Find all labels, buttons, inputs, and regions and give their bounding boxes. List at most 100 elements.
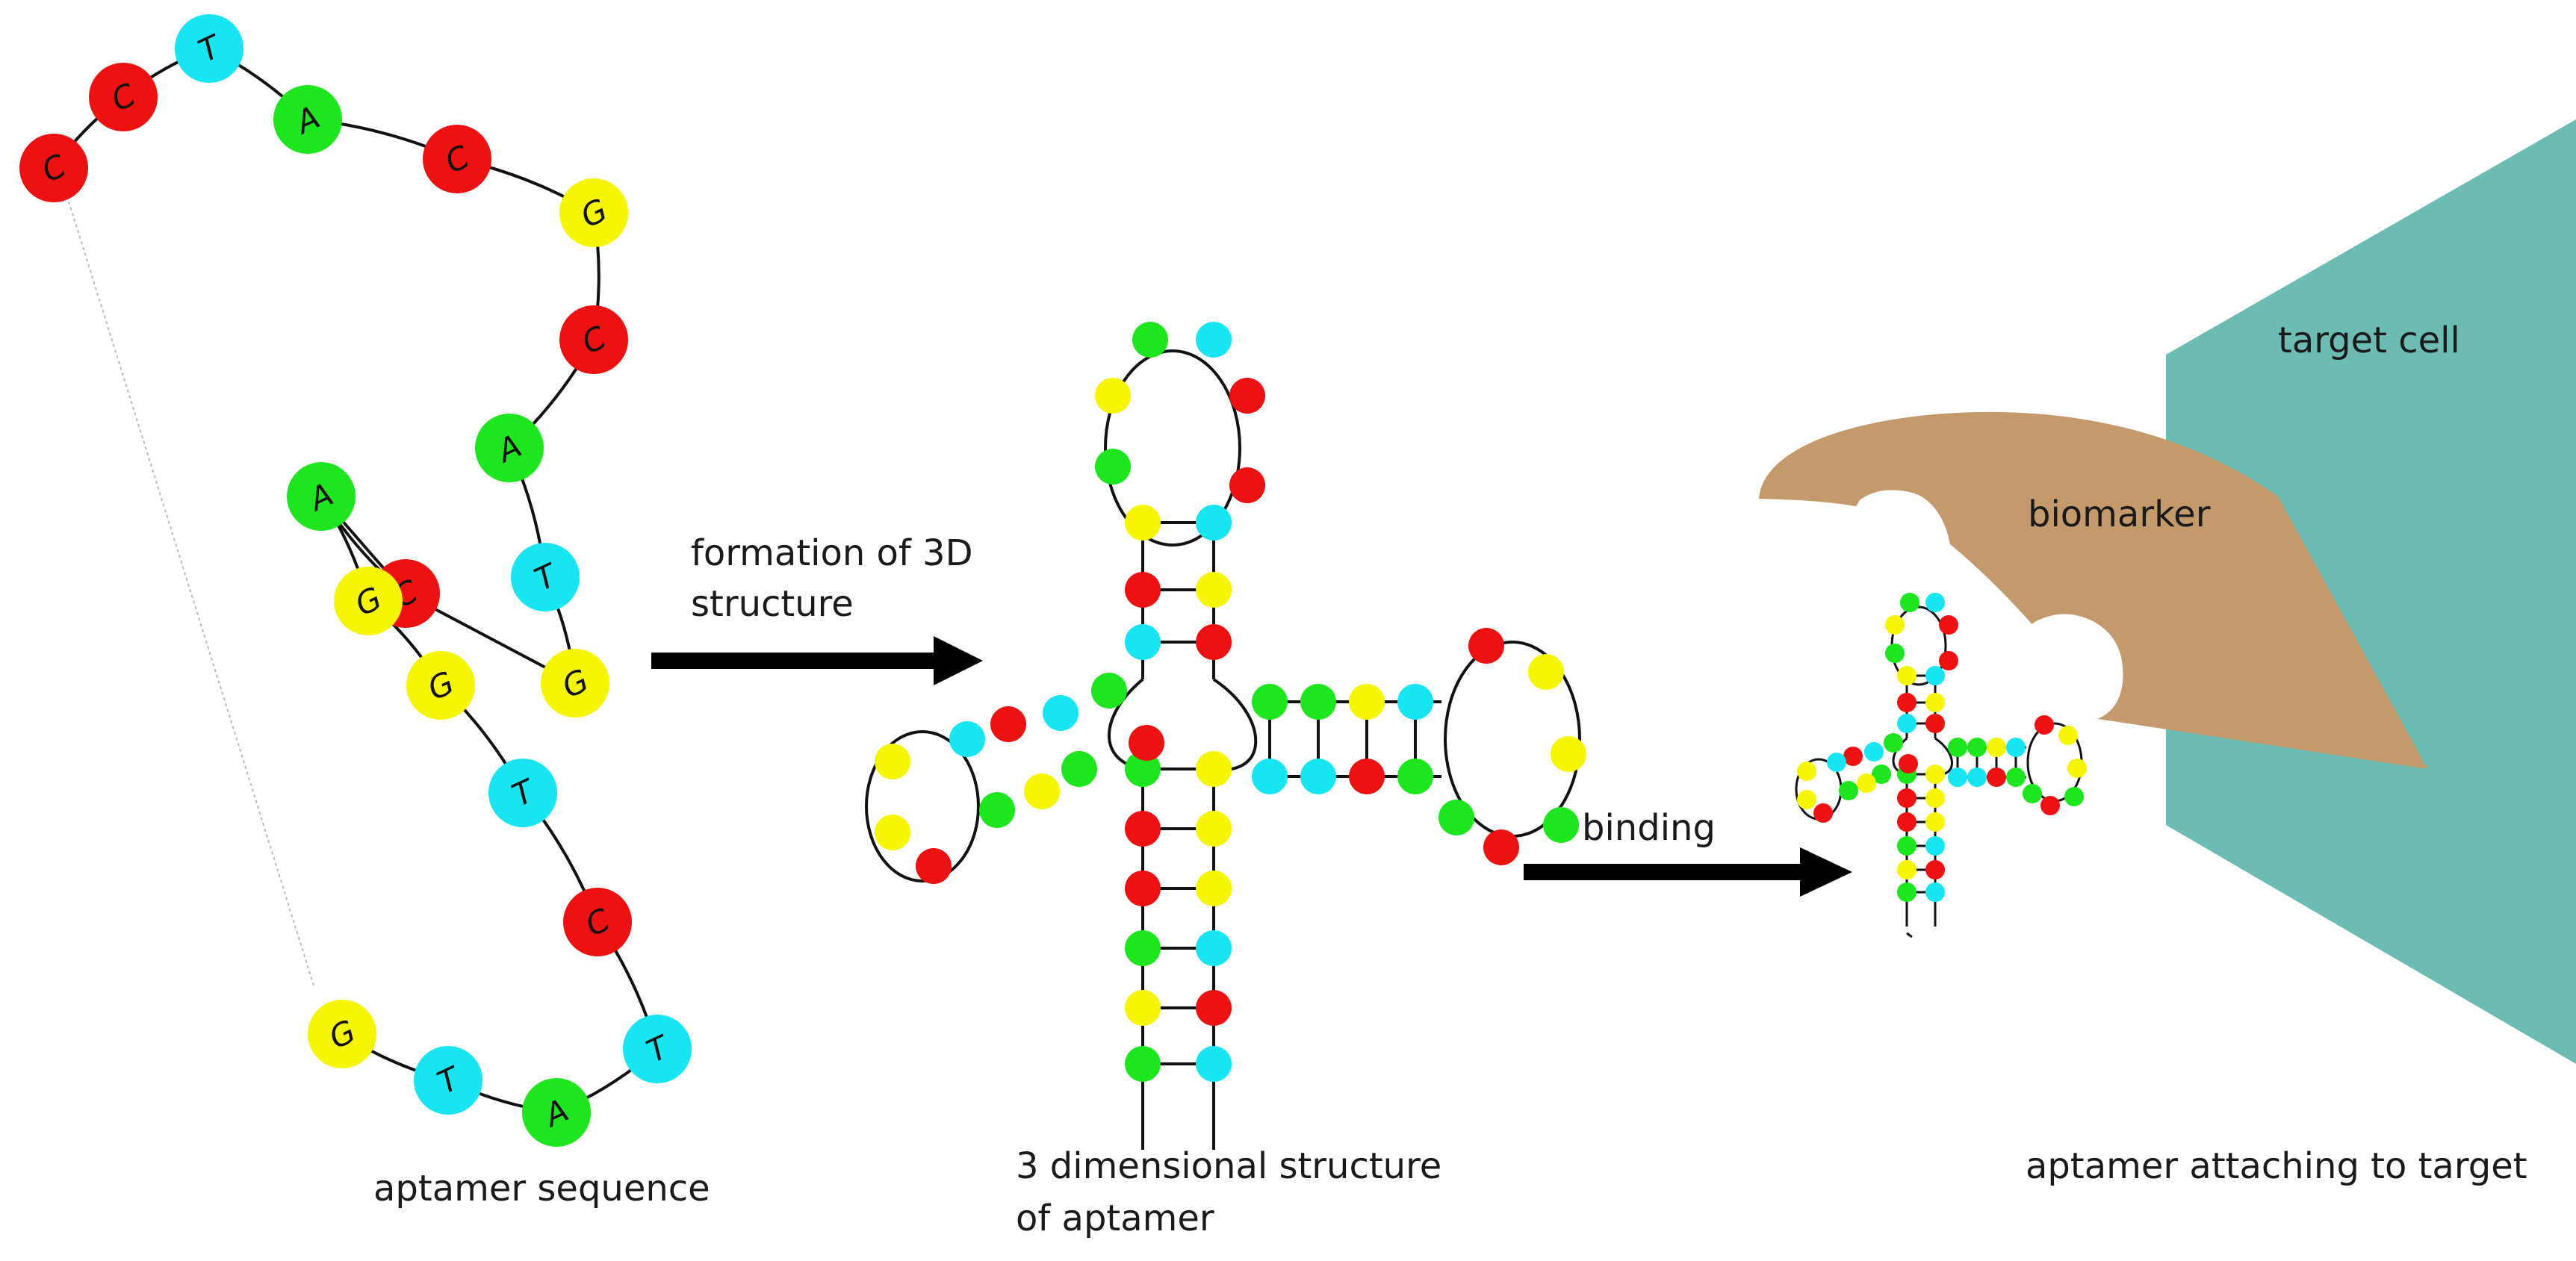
nucleotide-circle (414, 1046, 482, 1115)
nucleotide-T (1196, 1046, 1232, 1082)
nucleotide-G (1885, 615, 1905, 635)
nucleotide-circle (559, 178, 628, 247)
nucleotide-G (2058, 726, 2078, 745)
structure-label-line1: 3 dimensional structure (1016, 1145, 1441, 1187)
nucleotide-G (1925, 788, 1945, 808)
nucleotide-G (1897, 860, 1917, 879)
nucleotide-G (1024, 773, 1060, 809)
nucleotide-circle (287, 462, 356, 531)
nucleotide-A (1438, 800, 1474, 835)
nucleotide-circle (563, 888, 632, 956)
nucleotide-A: A (273, 85, 342, 154)
nucleotide-T (1864, 742, 1884, 762)
formation-arrow (651, 636, 983, 685)
nucleotide-C: C (563, 888, 632, 956)
nucleotide-G (1125, 505, 1161, 541)
nucleotide-T: T (414, 1046, 482, 1115)
aptamer-sequence-label: aptamer sequence (373, 1168, 710, 1209)
nucleotide-G: G (406, 651, 475, 720)
nucleotide-C (1925, 714, 1945, 733)
attaching-label: aptamer attaching to target (2026, 1145, 2527, 1187)
nucleotide-C (1897, 693, 1917, 712)
nucleotide-T (1397, 684, 1433, 720)
nucleotide-circle (488, 759, 557, 827)
nucleotide-G (1349, 684, 1385, 720)
nucleotide-C (1899, 754, 1918, 773)
nucleotide-A (2006, 768, 2026, 787)
nucleotide-T (1300, 759, 1336, 794)
nucleotide-circle (522, 1078, 591, 1147)
nucleotide-G (1857, 773, 1876, 793)
nucleotide-A (1300, 684, 1336, 720)
nucleotide-A (1125, 1046, 1161, 1082)
binding-arrow (1524, 847, 1852, 897)
nucleotide-T (1196, 930, 1232, 966)
nucleotide-A (1125, 751, 1161, 787)
nucleotide-C (1939, 615, 1958, 635)
nucleotide-C (1987, 768, 2006, 787)
nucleotide-circle (308, 1000, 376, 1068)
nucleotide-C (916, 848, 952, 884)
nucleotide-C (1939, 651, 1958, 670)
aptamer-3d-structure (865, 322, 1586, 1150)
nucleotide-C (1349, 759, 1385, 794)
nucleotide-T (1827, 753, 1846, 772)
nucleotide-G: G (334, 567, 403, 635)
nucleotide-C (2040, 796, 2060, 815)
nucleotide-C (1483, 829, 1519, 865)
nucleotide-G (1797, 762, 1816, 781)
nucleotide-circle (423, 125, 491, 193)
nucleotide-T (1897, 714, 1917, 733)
nucleotide-A (1397, 759, 1433, 794)
target-cell-label: target cell (2278, 320, 2460, 361)
structure-loop (865, 730, 980, 882)
nucleotide-C (1196, 990, 1232, 1026)
nucleotide-G (1528, 654, 1564, 690)
nucleotide-T (2006, 738, 2026, 757)
nucleotide-circle (175, 14, 243, 83)
nucleotide-G (1925, 812, 1945, 832)
structure-nucleotides (875, 322, 1586, 1082)
nucleotide-A: A (475, 414, 544, 482)
nucleotide-C: C (423, 125, 491, 193)
nucleotide-T (949, 721, 985, 757)
sequence-closing-line (68, 201, 314, 986)
nucleotide-T (1925, 666, 1945, 685)
nucleotide-A (1091, 673, 1127, 709)
nucleotide-G: G (559, 178, 628, 247)
formation-label-line1: formation of 3D (691, 532, 973, 574)
nucleotide-C (1897, 788, 1917, 808)
nucleotide-circle (406, 651, 475, 720)
nucleotide-C (1125, 811, 1161, 847)
nucleotide-G (2067, 759, 2087, 778)
nucleotide-A (979, 792, 1015, 828)
nucleotide-T (1125, 624, 1161, 660)
structure-loop (1104, 349, 1241, 547)
nucleotide-A (1884, 733, 1903, 753)
nucleotide-T (1967, 768, 1987, 787)
nucleotide-A (1061, 751, 1097, 787)
nucleotide-T (1196, 505, 1232, 541)
nucleotide-A: A (522, 1078, 591, 1147)
nucleotide-A (1132, 322, 1168, 358)
nucleotide-circle (541, 649, 609, 717)
nucleotide-T (1196, 322, 1232, 358)
nucleotide-C (1125, 572, 1161, 608)
nucleotide-C (1925, 860, 1945, 879)
nucleotide-A (1885, 644, 1905, 663)
nucleotide-A (1543, 807, 1579, 843)
nucleotide-C (1196, 624, 1232, 660)
nucleotide-A (2023, 784, 2042, 803)
nucleotide-A (1948, 738, 1967, 757)
nucleotide-G: G (541, 649, 609, 717)
nucleotide-circle (273, 85, 342, 154)
nucleotide-C (1129, 725, 1164, 761)
nucleotide-G (875, 744, 910, 779)
nucleotide-C: C (559, 305, 628, 374)
nucleotide-T (1925, 882, 1945, 902)
nucleotide-T (1948, 768, 1967, 787)
nucleotide-G (1196, 811, 1232, 847)
nucleotide-G (1551, 736, 1586, 772)
